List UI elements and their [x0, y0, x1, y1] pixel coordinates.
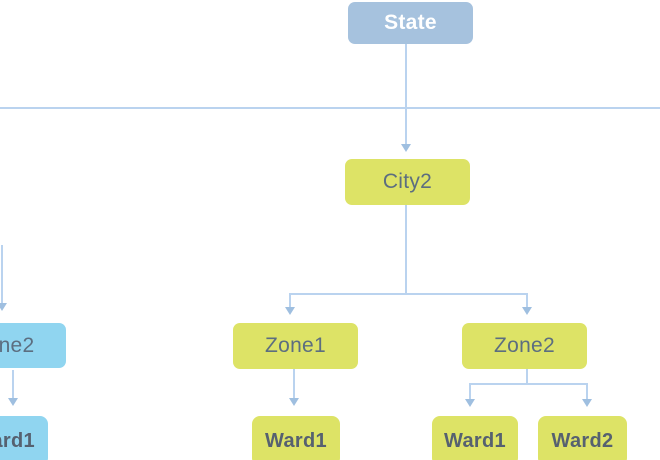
connector-city2-stub [405, 205, 407, 295]
node-zone2: Zone2 [462, 323, 587, 369]
node-zone2-left-cropped: Zone2 [0, 323, 66, 368]
node-ward1-under-zone1: Ward1 [252, 416, 340, 460]
arrow-down-icon [465, 399, 475, 407]
connector-state-to-city2 [405, 44, 407, 144]
arrow-down-icon [8, 398, 18, 406]
connector-city2-split [289, 293, 528, 295]
connector-drop-ward2 [586, 383, 588, 399]
node-zone1: Zone1 [233, 323, 358, 369]
node-ward2-under-zone2: Ward2 [538, 416, 627, 460]
connector-drop-zone1 [289, 293, 291, 307]
arrow-down-icon [522, 307, 532, 315]
node-state: State [348, 2, 473, 44]
arrow-down-icon [401, 144, 411, 152]
connector-zone1-to-ward1 [293, 369, 295, 398]
connector-zone2-stub [526, 369, 528, 384]
arrow-down-icon [582, 399, 592, 407]
connector-horizontal-top [0, 107, 660, 109]
connector-offscreen-to-zone2-left [1, 245, 3, 303]
connector-drop-ward1 [469, 383, 471, 399]
arrow-down-icon [0, 303, 7, 311]
arrow-down-icon [289, 398, 299, 406]
connector-drop-zone2 [526, 293, 528, 307]
node-ward1-left-cropped: Ward1 [0, 416, 48, 460]
arrow-down-icon [285, 307, 295, 315]
connector-zone2left-to-ward1left [12, 370, 14, 398]
node-city2: City2 [345, 159, 470, 205]
node-ward1-under-zone2: Ward1 [432, 416, 518, 460]
connector-zone2-split [469, 383, 588, 385]
